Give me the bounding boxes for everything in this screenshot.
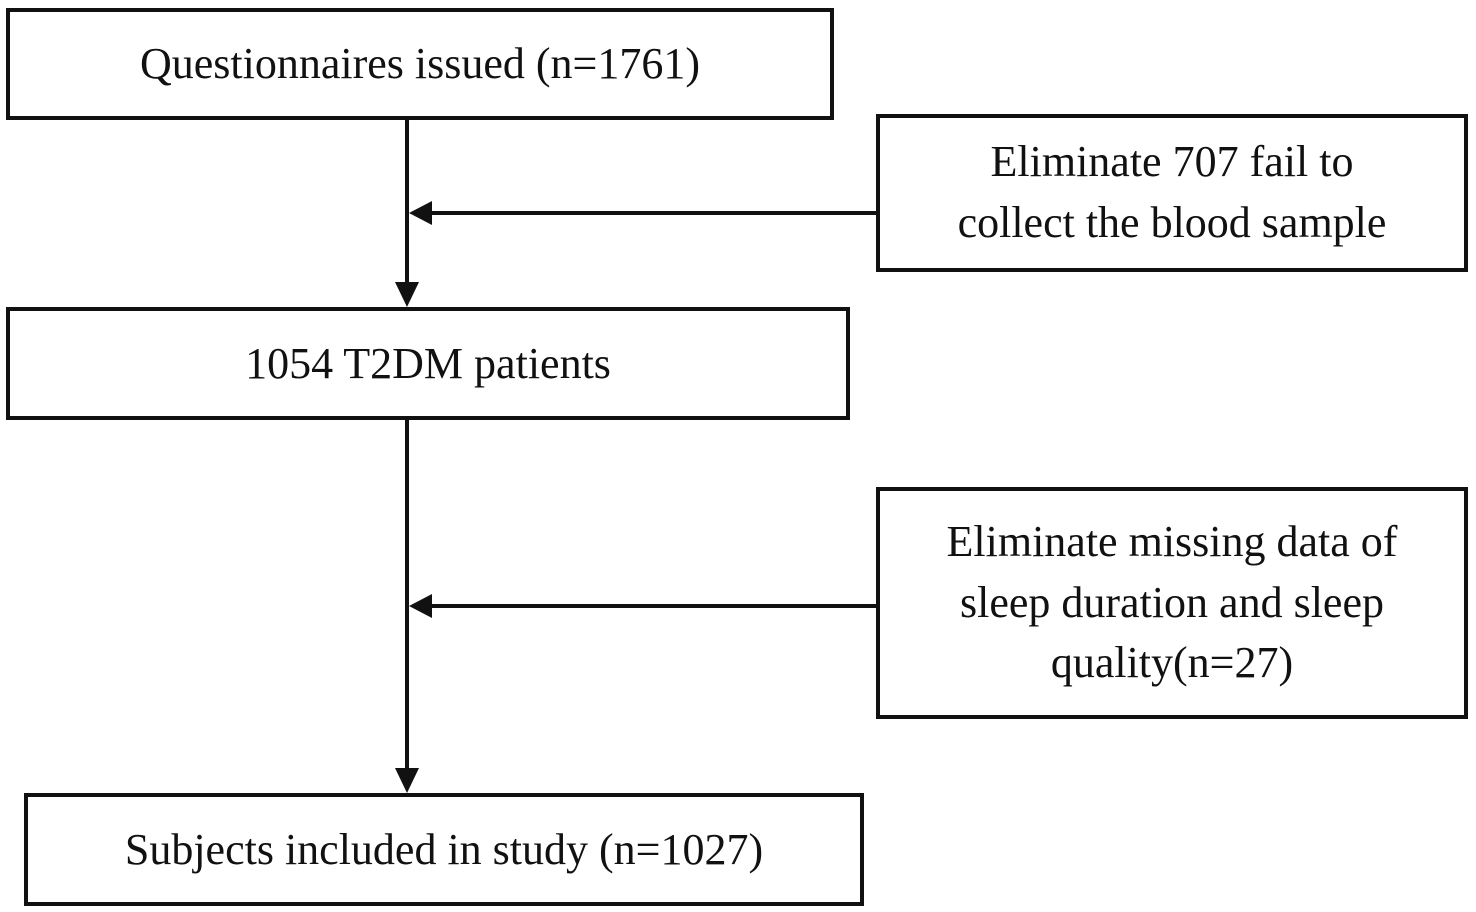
exclusion-missing-sleep-data-line-1: Eliminate missing data of — [946, 516, 1398, 566]
exclusion-blood-sample: Eliminate 707 fail to collect the blood … — [876, 114, 1468, 272]
arrowhead-exclusion-2 — [409, 594, 432, 618]
arrowhead-step3 — [395, 768, 419, 793]
exclusion-blood-sample-line-1: Eliminate 707 fail to — [990, 137, 1354, 187]
step-questionnaires-issued-text: Questionnaires issued (n=1761) — [139, 39, 701, 89]
step-t2dm-patients-text: 1054 T2DM patients — [245, 338, 611, 388]
arrowhead-exclusion-1 — [409, 201, 432, 225]
step-questionnaires-issued: Questionnaires issued (n=1761) — [6, 8, 834, 120]
exclusion-missing-sleep-data: Eliminate missing data of sleep duration… — [876, 487, 1468, 719]
step-t2dm-patients: 1054 T2DM patients — [6, 307, 850, 420]
step-subjects-included-text: Subjects included in study (n=1027) — [124, 824, 764, 874]
exclusion-blood-sample-line-2: collect the blood sample — [957, 198, 1387, 247]
exclusion-missing-sleep-data-line-2: sleep duration and sleep — [960, 577, 1384, 627]
arrowhead-step2 — [395, 282, 419, 307]
exclusion-missing-sleep-data-line-3: quality(n=27) — [1050, 638, 1294, 688]
step-subjects-included: Subjects included in study (n=1027) — [24, 793, 864, 906]
